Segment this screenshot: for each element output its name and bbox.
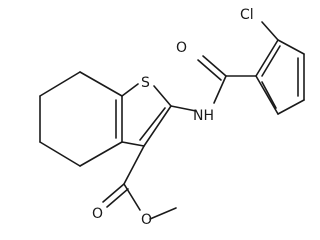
bond-c2-c3-inner <box>139 107 166 141</box>
bond-c2-c3b <box>277 39 305 55</box>
bond-c2-n <box>170 105 197 112</box>
bond-c3-c3a <box>121 141 145 147</box>
bond-ring-inner-3 <box>261 81 277 109</box>
carbonyl-oxygen-label: O <box>176 40 187 56</box>
bond-o-methyl <box>149 207 177 220</box>
amide-group <box>170 55 227 112</box>
sulfur-label: S <box>141 75 150 91</box>
cyclohexene-ring <box>39 71 123 167</box>
bond-c1-c2 <box>255 39 279 77</box>
bond-c2-c3 <box>143 105 172 147</box>
ester-oxygen-double-label: O <box>92 206 103 222</box>
bond-ring-inner-1 <box>261 45 281 77</box>
bond-c4b-c5b <box>277 99 305 115</box>
ester-oxygen-single-label: O <box>141 212 152 228</box>
bond-c7a-s <box>121 83 139 97</box>
bond-camide-o-b <box>197 59 222 81</box>
bond-cester-o-double-a <box>102 183 125 203</box>
bond-c5b-c6b <box>255 75 279 115</box>
bond-cester-o-double-b <box>106 188 129 208</box>
bond-c3-cester <box>123 145 145 185</box>
bond-camide-o-a <box>202 55 227 77</box>
chlorine-label: Cl <box>240 7 254 23</box>
bond-c5-c4 <box>39 141 81 167</box>
bond-s-c2 <box>153 85 172 107</box>
bond-n-camide <box>213 75 227 104</box>
amide-nh-label: NH <box>193 108 214 124</box>
chlorobenzene-ring <box>225 21 305 115</box>
bond-c7a-c7 <box>79 71 123 97</box>
bond-c4-c3a <box>79 141 123 167</box>
bond-c2-cl <box>261 21 279 41</box>
thiophene-ring <box>115 83 172 147</box>
structure-canvas: S NH O Cl O O <box>39 7 305 228</box>
bond-c7-c6 <box>39 71 81 97</box>
ester-group <box>102 145 177 220</box>
molecule-diagram: S NH O Cl O O <box>39 7 305 228</box>
bond-cester-o-single <box>123 183 141 211</box>
